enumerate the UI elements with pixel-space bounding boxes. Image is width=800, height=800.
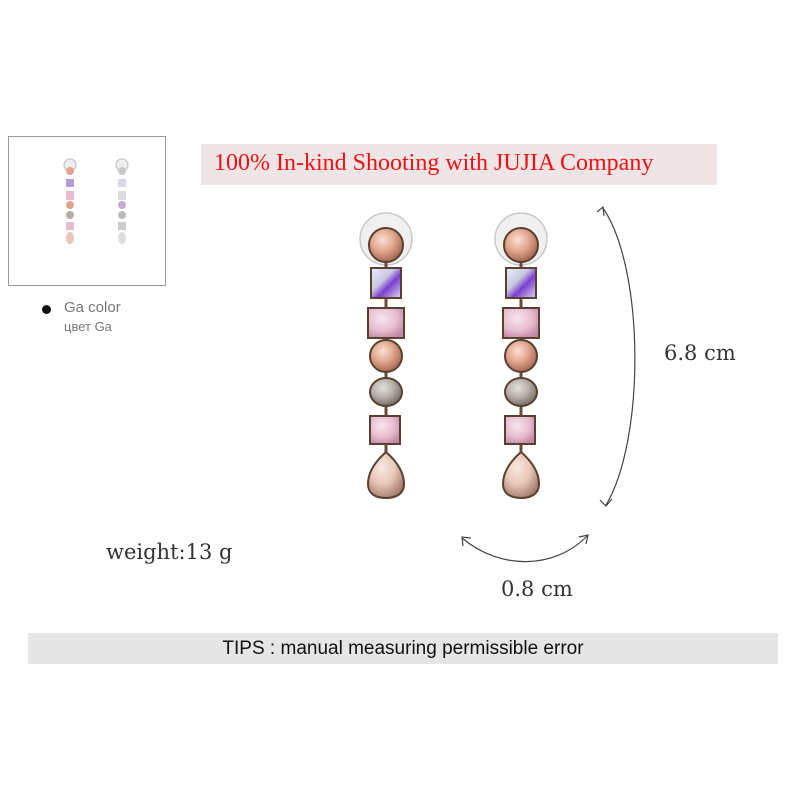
width-measurement: 0.8 cm: [501, 577, 573, 601]
color-name-ru: цвет Ga: [64, 319, 112, 334]
color-name-en: Ga color: [64, 299, 121, 316]
thumbnail-earrings-image: [63, 158, 129, 244]
weight-label: weight:13 g: [106, 540, 233, 564]
tips-text: TIPS : manual measuring permissible erro…: [222, 638, 584, 659]
right-earring: [494, 212, 548, 500]
selected-color-dot: [42, 305, 51, 314]
product-thumbnail[interactable]: [8, 136, 166, 286]
length-measurement: 6.8 cm: [664, 341, 736, 365]
width-arrow: [461, 534, 589, 563]
left-earring: [359, 212, 413, 500]
promo-banner: 100% In-kind Shooting with JUJIA Company: [201, 144, 717, 185]
banner-text: 100% In-kind Shooting with JUJIA Company: [214, 150, 654, 176]
tips-bar: TIPS : manual measuring permissible erro…: [28, 633, 778, 664]
length-arrow: [596, 205, 636, 507]
